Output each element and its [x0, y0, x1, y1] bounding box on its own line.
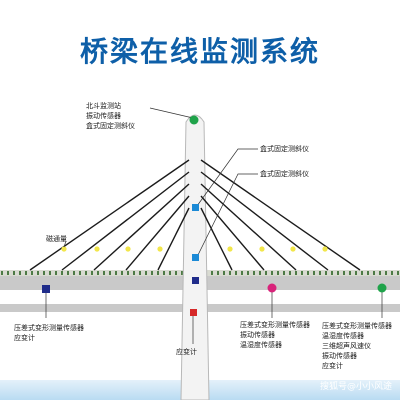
label-tower-bottom: 应变计	[176, 348, 197, 356]
inclinometer-sensor-lower	[192, 254, 199, 261]
cable	[200, 159, 361, 271]
yellow-sensor-dot	[94, 246, 100, 252]
label-line: 压差式变形测量传感器	[14, 324, 84, 332]
cable	[157, 207, 190, 271]
cable	[200, 171, 329, 271]
label-inclinometer-1: 盒式固定测斜仪	[260, 145, 309, 153]
stay-cables	[29, 159, 361, 271]
leader-lines	[45, 107, 383, 344]
yellow-sensor-dot	[61, 246, 67, 252]
cable	[200, 195, 265, 271]
inclinometer-sensor-upper	[192, 204, 199, 211]
label-line: 压差式变形测量传感器	[240, 321, 310, 329]
yellow-sensor-dot	[125, 246, 131, 252]
label-deck-right: 压差式变形测量传感器 温湿度传感器 三维超声风速仪 振动传感器 应变计	[322, 321, 392, 371]
watermark: 搜狐号@小小风途	[319, 382, 392, 392]
beidou-station-sensor	[189, 115, 199, 125]
yellow-sensor-dot	[259, 246, 265, 252]
cable	[125, 195, 190, 271]
label-line: 压差式变形测量传感器	[322, 322, 392, 330]
leader-line-inclinometer-1	[196, 148, 258, 207]
yellow-sensor-dot	[157, 246, 163, 252]
label-line: 振动传感器	[322, 352, 357, 360]
label-line: 盒式固定测斜仪	[86, 122, 135, 130]
label-line: 三维超声风速仪	[322, 342, 371, 350]
label-line: 北斗监测站	[86, 102, 121, 110]
yellow-sensor-dot	[290, 246, 296, 252]
label-line: 温湿度传感器	[322, 332, 364, 340]
label-line: 振动传感器	[240, 331, 275, 339]
label-tower-top: 北斗监测站 振动传感器 盒式固定测斜仪	[86, 101, 135, 131]
label-deck-left: 压差式变形测量传感器 应变计	[14, 323, 84, 343]
cable	[93, 183, 190, 271]
leader-line-magnetic-flux	[63, 240, 67, 248]
cable	[200, 183, 297, 271]
yellow-sensor-dot	[322, 246, 328, 252]
label-line: 振动传感器	[86, 112, 121, 120]
deck-left-sensor	[42, 285, 50, 293]
magnetic-flux-sensors	[61, 246, 328, 252]
deck-mid-sensor	[267, 283, 277, 293]
page-title: 桥梁在线监测系统	[79, 35, 320, 68]
cable	[29, 159, 190, 271]
label-deck-mid: 压差式变形测量传感器 振动传感器 温湿度传感器	[240, 320, 310, 350]
strain-gauge-sensor	[190, 309, 197, 316]
label-line: 应变计	[14, 334, 35, 342]
label-line: 温湿度传感器	[240, 341, 282, 349]
label-inclinometer-2: 盒式固定测斜仪	[260, 170, 309, 178]
cable	[61, 171, 190, 271]
leader-line-inclinometer-2	[196, 173, 258, 258]
leader-line-tower-top	[149, 107, 194, 119]
label-magnetic-flux: 磁通量	[46, 235, 67, 243]
yellow-sensor-dot	[227, 246, 233, 252]
cable	[200, 207, 233, 271]
deck-right-sensor	[377, 283, 387, 293]
label-line: 应变计	[322, 362, 343, 370]
tower-base-sensor	[192, 277, 199, 284]
